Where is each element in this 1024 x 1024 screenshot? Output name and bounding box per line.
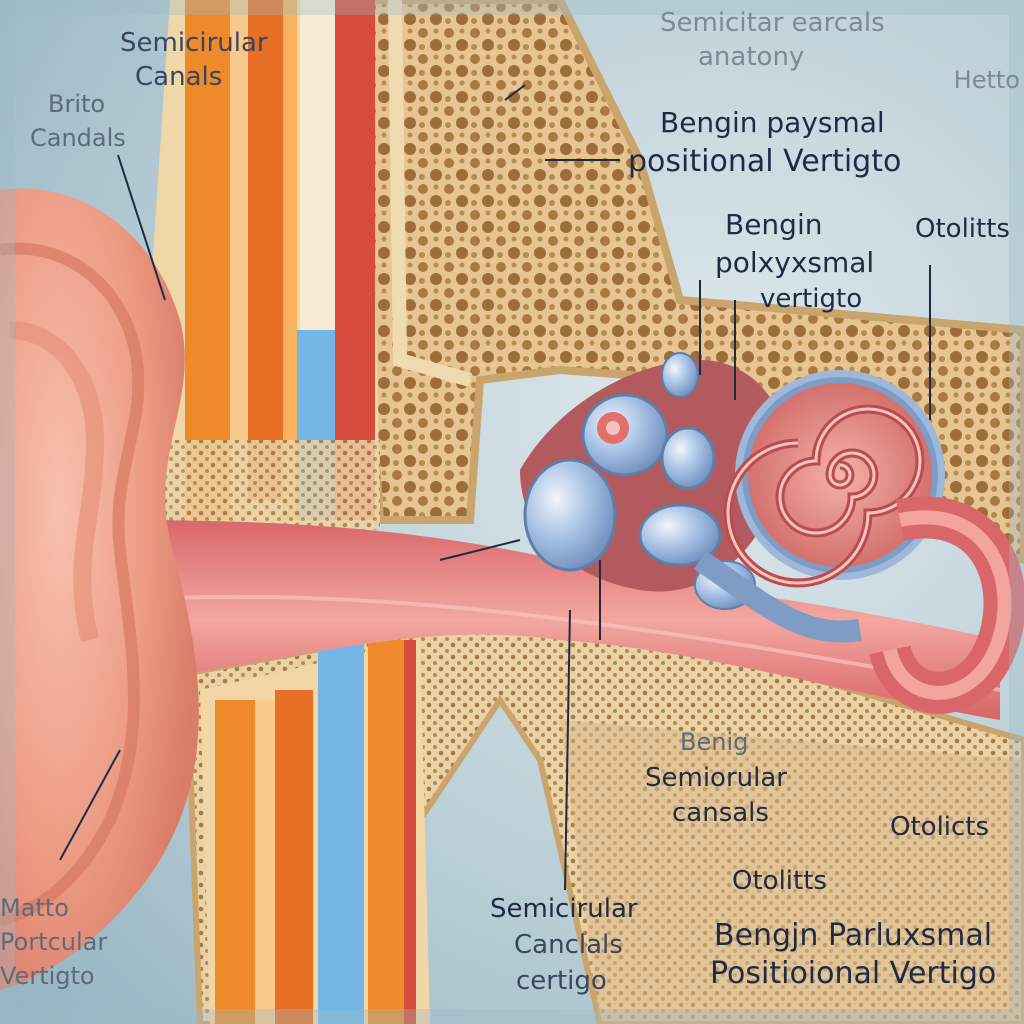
label-bengin: Bengin <box>725 208 823 241</box>
label-semicircular-canals-topleft: Semicirular <box>120 28 268 58</box>
label-candals: Candals <box>30 124 126 152</box>
label-bppv-line2: positional Vertigto <box>628 144 902 179</box>
label-benig: Benig <box>680 728 749 756</box>
label-otolicts: Otolicts <box>890 812 990 842</box>
label-bppv-bottom-line1: Bengjn Parluxsmal <box>714 918 993 953</box>
label-matto: Matto <box>0 894 69 922</box>
label-anatomy-title: Semicitar earcals <box>660 8 885 38</box>
label-cansals: cansals <box>672 798 769 828</box>
leader-lines <box>59 84 931 891</box>
label-vertigto-bottomleft: Vertigto <box>0 962 95 990</box>
label-canals-topleft: Canals <box>135 62 223 92</box>
label-brito: Brito <box>48 90 106 118</box>
label-semiorular: Semiorular <box>645 763 787 793</box>
label-hetto: Hetto <box>953 66 1020 94</box>
label-bppv-bottom-line2: Positioional Vertigo <box>710 956 997 991</box>
label-vertigto-mid: vertigto <box>760 284 863 314</box>
label-anatomy-subtitle: anatony <box>698 42 805 72</box>
label-otoliths-right: Otolitts <box>915 214 1010 244</box>
label-otoliths-bottom: Otolitts <box>732 866 827 896</box>
label-semicircular-bottom: Semicirular <box>490 894 638 924</box>
label-certigo: certigo <box>516 966 607 996</box>
label-portcular: Portcular <box>0 928 108 956</box>
label-polxyxsmal: polxyxsmal <box>715 246 875 279</box>
label-bppv-line1: Bengin paysmal <box>660 106 885 139</box>
label-canclals: Canclals <box>514 930 623 960</box>
